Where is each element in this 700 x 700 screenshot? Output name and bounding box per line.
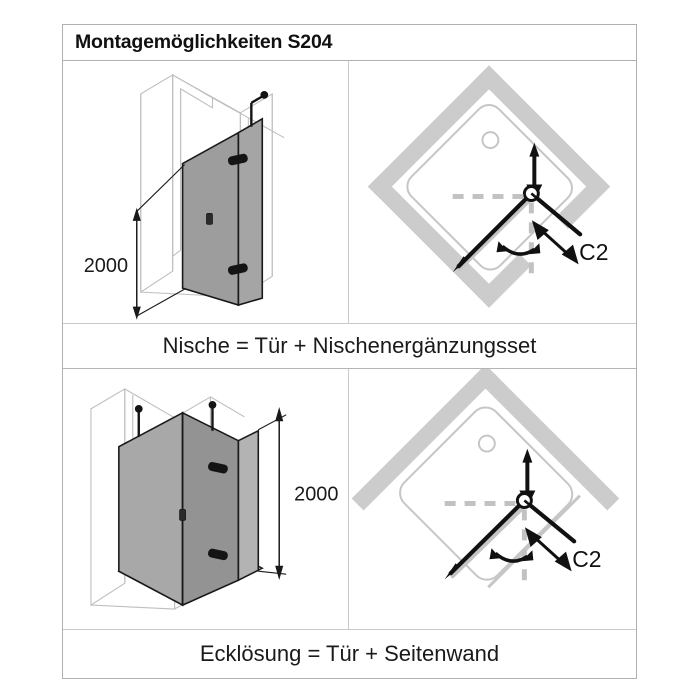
corner-door-glass [181,411,260,607]
corner-swing-arrow-left [489,548,501,560]
niche-caption-row: Nische = Tür + Nischenergänzungsset [63,324,636,369]
corner-door-hinges [208,462,228,561]
corner-caption: Ecklösung = Tür + Seitenwand [199,641,500,666]
niche-plan-cell: C2 [349,61,636,323]
niche-dimension-c2-label: C2 [579,239,608,265]
corner-walls [351,369,620,511]
niche-isometric-cell: 2000 [63,61,349,323]
niche-dimension-c2 [530,192,581,265]
niche-swing-arrow-right [528,243,541,255]
corner-door-handle [179,509,186,521]
corner-swing-arrows [494,551,529,563]
niche-reference-lines [452,193,534,277]
montage-sheet: Montagemöglichkeiten S204 [62,24,637,679]
corner-dimension-2000 [258,407,287,581]
page-title: Montagemöglichkeiten S204 [75,31,333,53]
niche-shower-tray [406,104,573,271]
niche-caption: Nische = Tür + Nischenergänzungsset [162,333,537,358]
corner-dimension-2000-label: 2000 [294,483,338,505]
niche-door-glass [181,117,264,307]
niche-swing-arrows [501,244,536,256]
niche-drawing-row: 2000 [63,61,636,324]
niche-door-shadow-line [457,194,536,272]
niche-isometric-drawing: 2000 [84,73,285,320]
corner-dimension-c2-label: C2 [572,546,601,572]
corner-isometric-drawing: 2000 [90,387,338,611]
corner-side-wall-glass [118,411,184,607]
niche-dimension-2000 [132,164,185,320]
corner-reference-lines [444,500,527,585]
corner-swing-arrow-right [521,550,534,562]
sheet-title-row: Montagemöglichkeiten S204 [63,25,636,61]
corner-caption-row: Ecklösung = Tür + Seitenwand [63,630,636,678]
niche-plan-drawing: C2 [367,65,611,308]
corner-drawing-row: 2000 [63,369,636,630]
niche-stabiliser-bar [250,90,269,127]
corner-dimension-c2 [523,499,576,572]
corner-isometric-cell: 2000 [63,369,349,629]
niche-swing-arrow-left [496,241,508,253]
corner-plan-drawing: C2 [351,369,620,589]
niche-walls [367,65,611,308]
corner-plan-cell: C2 [349,369,636,629]
niche-door-hinges [227,153,248,275]
niche-door-handle [206,213,213,225]
corner-stabiliser-bars [134,400,217,437]
niche-dimension-2000-label: 2000 [84,255,128,277]
